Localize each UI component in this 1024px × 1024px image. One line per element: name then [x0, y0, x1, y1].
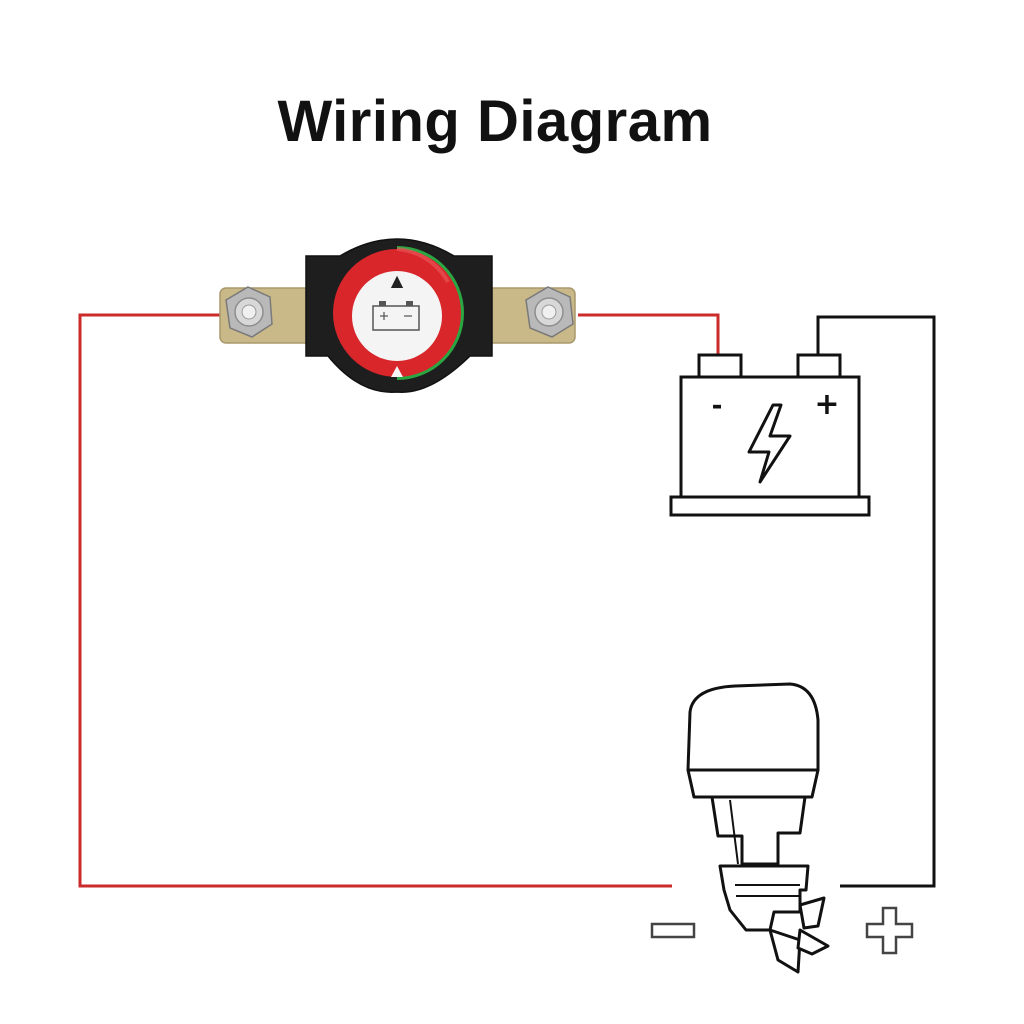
- svg-text:−: −: [0, 0, 1, 1]
- outboard-motor-icon: [686, 682, 830, 974]
- svg-text:+: +: [0, 0, 1, 1]
- switch-indicator-arrow: ▲: [391, 271, 404, 290]
- battery-terminal-left: [697, 353, 743, 379]
- positive-wire-to-battery: [578, 313, 720, 358]
- battery-negative-label: -: [712, 391, 723, 421]
- positive-wire-to-motor: [78, 313, 672, 888]
- switch-label-disc: [352, 271, 442, 361]
- negative-wire: [816, 315, 936, 888]
- battery-switch[interactable]: ▲: [219, 238, 576, 393]
- switch-terminal-right: [525, 286, 574, 338]
- battery-base: [669, 495, 871, 517]
- battery: - +: [669, 353, 871, 517]
- motor-negative-symbol: −: [0, 0, 696, 939]
- switch-terminal-left: [225, 286, 273, 338]
- battery-positive-label: +: [814, 387, 839, 422]
- lightning-bolt-icon: [747, 403, 792, 484]
- diagram-title: Wiring Diagram: [277, 89, 713, 154]
- battery-terminal-right: [796, 353, 842, 379]
- motor-positive-symbol: +: [0, 0, 914, 955]
- battery-icon: [372, 301, 420, 331]
